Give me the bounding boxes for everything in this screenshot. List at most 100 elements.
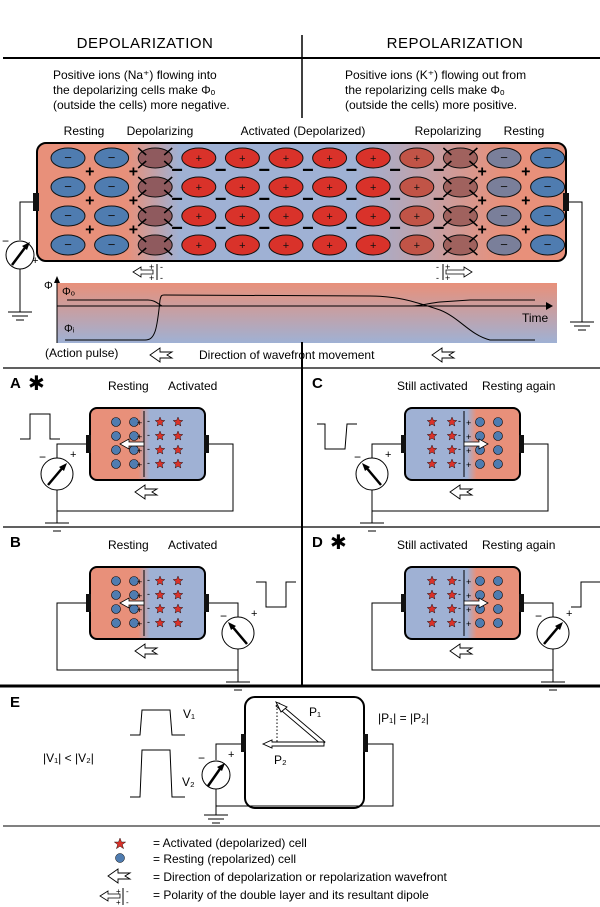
legend-item: = Resting (repolarized) cell: [115, 852, 296, 866]
star-icon: [172, 430, 184, 441]
svg-text:-: -: [436, 262, 439, 272]
cell-activated: +: [181, 234, 217, 256]
wavefront-arrow-icon: [134, 643, 159, 659]
dipole-arrow-icon: [119, 438, 145, 450]
circle-icon: [129, 417, 139, 427]
extracellular-charge: +: [478, 164, 487, 181]
charge-minus: -: [147, 458, 150, 468]
cell-repolarizing: [442, 176, 478, 198]
panel-e-id: E: [10, 694, 20, 711]
left-state-label: Resting: [108, 379, 149, 393]
wavefront-direction-label: Direction of wavefront movement: [199, 348, 375, 362]
legend-item: = Direction of depolarization or repolar…: [107, 868, 447, 884]
lead-wire: [215, 743, 241, 760]
cell-charge-sign: +: [283, 153, 289, 165]
svg-text:+: +: [445, 262, 450, 272]
cell-repolarizing: −: [486, 205, 522, 227]
wavefront-arrow-icon: [431, 347, 456, 363]
svg-text:+: +: [149, 262, 154, 272]
inside-potential-label: Φᵢ: [64, 323, 75, 335]
meter-minus: −: [220, 609, 227, 623]
star-icon: [426, 416, 438, 427]
meter-minus: −: [535, 609, 542, 623]
voltmeter-needle: [543, 624, 561, 645]
extracellular-charge: +: [85, 164, 94, 181]
ground-icon: [204, 814, 228, 824]
panel-id: D: [312, 534, 323, 551]
circle-icon: [475, 459, 485, 469]
charge-plus: +: [466, 591, 471, 601]
star-icon: [154, 430, 166, 441]
right-electrode: [204, 594, 209, 612]
left-electrode: [241, 734, 246, 752]
cell-repolarizing: [442, 234, 478, 256]
svg-text:+: +: [149, 273, 154, 283]
wavefront-caption: (Action pulse) Direction of wavefront mo…: [45, 346, 456, 363]
cell-charge-sign: +: [414, 211, 420, 223]
star-icon: [172, 444, 184, 455]
right-electrode: [363, 734, 368, 752]
star-icon: [426, 458, 438, 469]
cell-repolarizing: −: [486, 234, 522, 256]
lead-wire: [57, 443, 234, 512]
cell-charge-sign: +: [414, 153, 420, 165]
charge-minus: -: [147, 416, 150, 426]
extracellular-charge: +: [521, 222, 530, 239]
meter-plus: +: [385, 449, 391, 461]
p-relation: |P₁| = |P₂|: [378, 711, 429, 725]
cell-activated: +: [224, 147, 260, 169]
circle-icon: [493, 576, 503, 586]
star-icon: [172, 617, 184, 628]
charge-minus: -: [458, 589, 461, 599]
cell-charge-sign: −: [64, 208, 72, 223]
circle-icon: [111, 604, 121, 614]
cell-charge-sign: +: [196, 182, 202, 194]
cell-resting: −: [50, 176, 86, 198]
extracellular-charge: +: [85, 193, 94, 210]
cell-charge-sign: −: [108, 208, 116, 223]
charge-plus: +: [137, 432, 142, 442]
extracellular-charge: −: [389, 189, 401, 211]
circle-icon: [111, 431, 121, 441]
circle-icon: [493, 459, 503, 469]
cell-charge-sign: −: [108, 150, 116, 165]
p2-label: P₂: [274, 753, 287, 767]
outside-potential-trace: [67, 299, 535, 307]
star-icon: [446, 589, 458, 600]
charge-plus: +: [137, 605, 142, 615]
dipole-icon-right: + + - -: [436, 262, 473, 283]
cell-activated: +: [355, 176, 391, 198]
strip-label-resting-left: Resting: [64, 124, 105, 138]
cell-repolarizing: +: [399, 234, 435, 256]
cell-charge-sign: +: [239, 240, 245, 252]
star-icon: [426, 444, 438, 455]
signal-waveform: [571, 581, 600, 608]
wavefront-arrow-icon: [449, 484, 474, 500]
circle-icon: [111, 576, 121, 586]
panel-e: E V₁ V₂ |V₁| < |V₂| − + P₁ P₂ |P₁| =: [10, 694, 429, 824]
cell-resting: −: [50, 147, 86, 169]
repolarization-desc-3: (outside the cells) more positive.: [345, 98, 517, 112]
repolarization-title: REPOLARIZATION: [387, 35, 524, 52]
extracellular-charge: −: [346, 160, 358, 182]
cell-charge-sign: +: [370, 240, 376, 252]
svg-text:−: −: [198, 751, 205, 765]
tissue-box: [404, 566, 521, 640]
svg-text:-: -: [160, 273, 163, 283]
depolarization-desc-3: (outside the cells) more negative.: [53, 98, 230, 112]
circle-icon: [493, 417, 503, 427]
extracellular-charge: +: [521, 164, 530, 181]
ground-icon: [8, 311, 32, 321]
cell-charge-sign: −: [500, 150, 508, 165]
cell-charge-sign: +: [196, 240, 202, 252]
star-icon: [426, 430, 438, 441]
charge-plus: +: [137, 591, 142, 601]
cell-charge-sign: −: [544, 179, 552, 194]
star-icon: [154, 617, 166, 628]
meter-minus: −: [2, 234, 9, 248]
cell-resting: −: [530, 176, 566, 198]
